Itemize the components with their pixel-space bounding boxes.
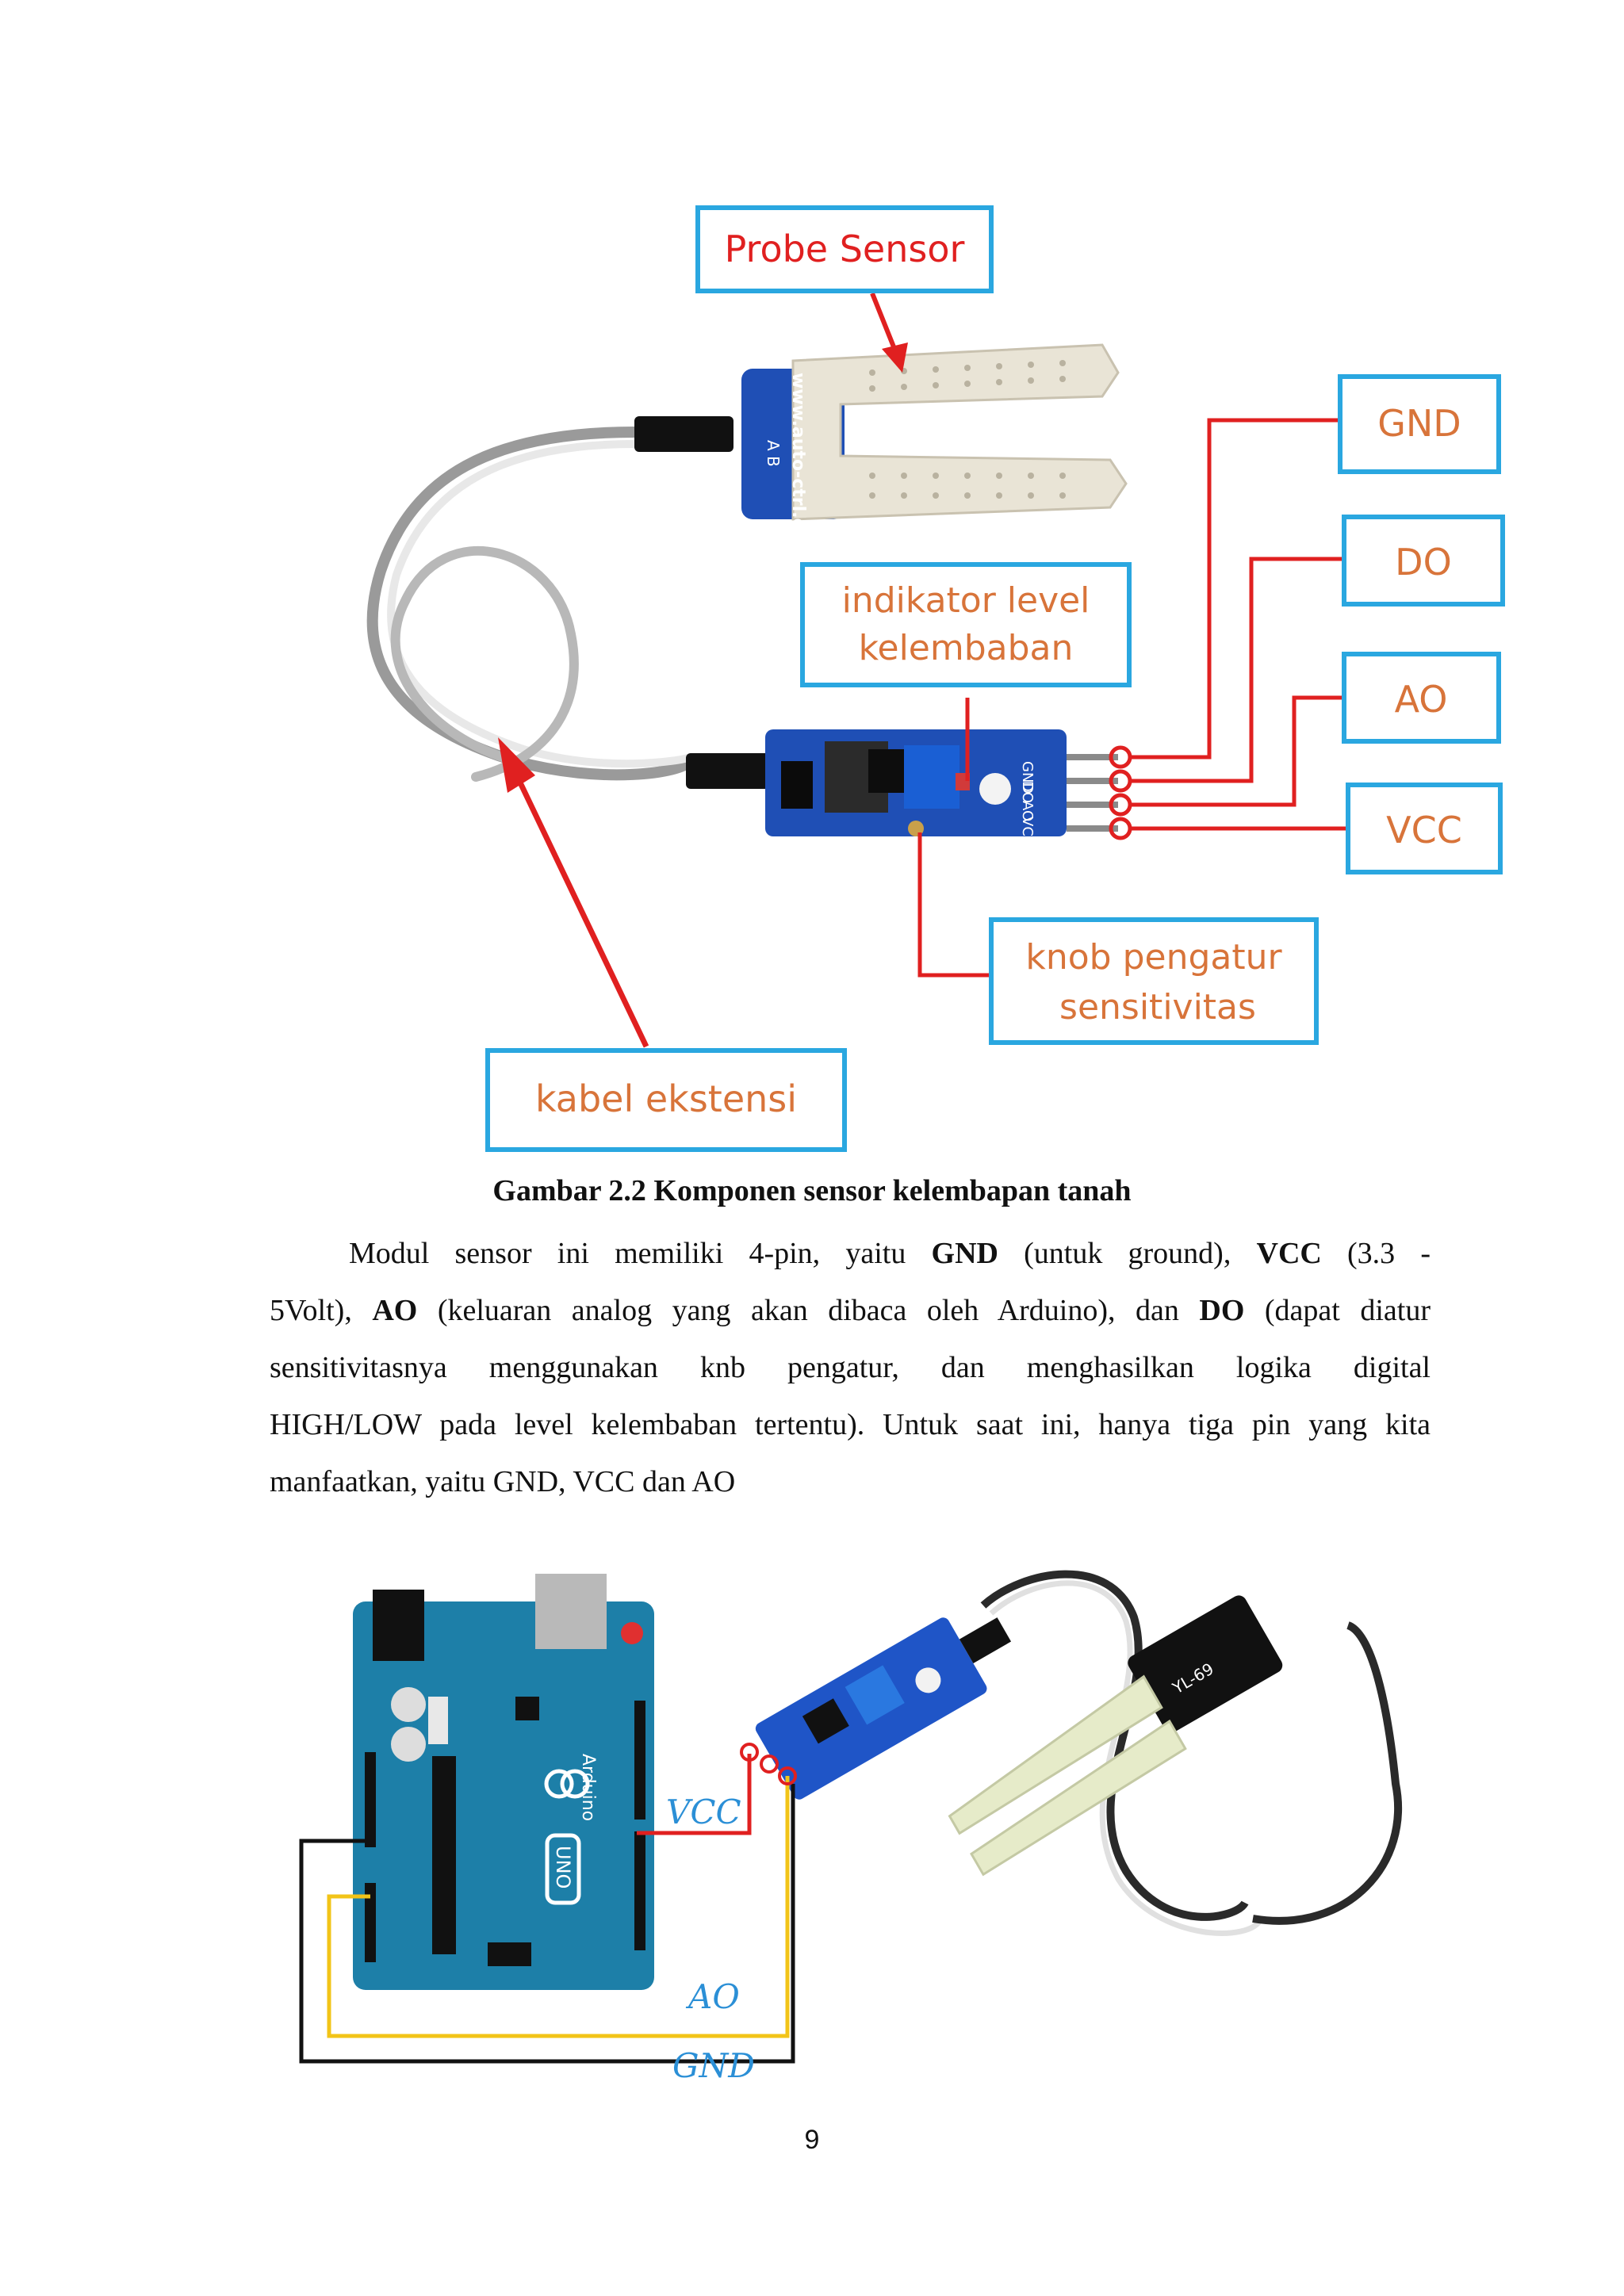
paragraph-line-3: sensitivitasnya menggunakan knb pengatur… bbox=[270, 1351, 1431, 1384]
ao-label: AO bbox=[1395, 678, 1448, 721]
probe-connector bbox=[634, 416, 733, 452]
vcc-callout: VCC bbox=[1346, 783, 1503, 874]
probe-sensor-callout: Probe Sensor bbox=[695, 205, 994, 293]
vcc-label: VCC bbox=[1386, 809, 1462, 851]
bold-ao: AO bbox=[372, 1294, 418, 1327]
arrows bbox=[498, 292, 908, 1048]
ao-callout: AO bbox=[1342, 652, 1501, 744]
bold-do: DO bbox=[1199, 1294, 1245, 1327]
arduino-uno-image: Arduino UNO bbox=[353, 1574, 654, 1990]
module-connector bbox=[686, 753, 773, 789]
module-pin-gnd-label: GND bbox=[1019, 761, 1036, 794]
text-run: (dapat diatur bbox=[1244, 1294, 1431, 1327]
ao-wire-label: AO bbox=[685, 1977, 740, 2016]
kabel-callout: kabel ekstensi bbox=[485, 1048, 847, 1152]
indikator-callout: indikator level kelembaban bbox=[800, 562, 1132, 687]
pin-leader-lines bbox=[917, 418, 1348, 978]
module-pin-do-label: DO bbox=[1019, 781, 1036, 803]
text-run: Modul sensor ini memiliki 4-pin, yaitu bbox=[349, 1237, 932, 1270]
do-callout: DO bbox=[1342, 515, 1505, 607]
text-run: (3.3 - bbox=[1321, 1237, 1431, 1270]
sensor-cable-white bbox=[989, 1580, 1264, 1936]
page-number: 9 bbox=[804, 2125, 820, 2155]
probe-board-text: www.auto-ctrl.com bbox=[788, 373, 808, 559]
sensor-module-image: GND DO AO VCC bbox=[765, 729, 1118, 846]
probe-sensor-label: Probe Sensor bbox=[725, 228, 965, 270]
indikator-label-line1: indikator level bbox=[842, 580, 1090, 621]
arduino-board-text: Arduino bbox=[578, 1754, 598, 1821]
probe-sensor-image: www.auto-ctrl.com A B bbox=[741, 343, 1128, 559]
gnd-label: GND bbox=[1377, 402, 1461, 445]
extension-cable bbox=[366, 427, 695, 782]
wiring bbox=[299, 1754, 795, 2064]
indikator-label-line2: kelembaban bbox=[859, 628, 1074, 668]
gnd-wire-label: GND bbox=[672, 2046, 755, 2085]
do-label: DO bbox=[1395, 541, 1452, 584]
knob-callout: knob pengatur sensitivitas bbox=[989, 917, 1319, 1045]
text-run: 5Volt), bbox=[270, 1294, 373, 1327]
probe-board-ab: A B bbox=[764, 440, 783, 467]
knob-label-line1: knob pengatur bbox=[1025, 937, 1282, 978]
vcc-wire-label: VCC bbox=[666, 1793, 741, 1831]
paragraph-line-2: 5Volt), AO (keluaran analog yang akan di… bbox=[270, 1282, 1431, 1339]
gnd-callout: GND bbox=[1338, 374, 1501, 474]
paragraph-line-5: manfaatkan, yaitu GND, VCC dan AO bbox=[270, 1465, 736, 1498]
bold-gnd: GND bbox=[931, 1237, 998, 1270]
kabel-label: kabel ekstensi bbox=[535, 1077, 797, 1120]
arduino-model-text: UNO bbox=[552, 1846, 574, 1888]
knob-label-line2: sensitivitas bbox=[1059, 987, 1256, 1027]
paragraph-line-4: HIGH/LOW pada level kelembaban tertentu)… bbox=[270, 1408, 1431, 1441]
module-pin-ao-label: AO bbox=[1019, 801, 1036, 821]
bold-vcc: VCC bbox=[1256, 1237, 1322, 1270]
sensor-components-figure: www.auto-ctrl.com A B GND DO AO VCC bbox=[366, 205, 1505, 1152]
body-paragraph: Modul sensor ini memiliki 4-pin, yaitu G… bbox=[270, 1225, 1431, 1510]
figure-caption: Gambar 2.2 Komponen sensor kelembapan ta… bbox=[492, 1174, 1132, 1207]
paragraph-line-1: Modul sensor ini memiliki 4-pin, yaitu G… bbox=[270, 1225, 1431, 1282]
wiring-figure: Arduino UNO YL-69 VCC AO GND bbox=[299, 1570, 1403, 2085]
pin-circles bbox=[740, 1743, 797, 1785]
sensor-module-image bbox=[755, 1617, 1012, 1800]
probe-cable bbox=[1252, 1621, 1403, 1925]
probe-image: YL-69 bbox=[948, 1595, 1283, 1877]
module-pin-vcc-label: VCC bbox=[1019, 817, 1036, 846]
text-run: (untuk ground), bbox=[998, 1237, 1257, 1270]
text-run: (keluaran analog yang akan dibaca oleh A… bbox=[417, 1294, 1200, 1327]
